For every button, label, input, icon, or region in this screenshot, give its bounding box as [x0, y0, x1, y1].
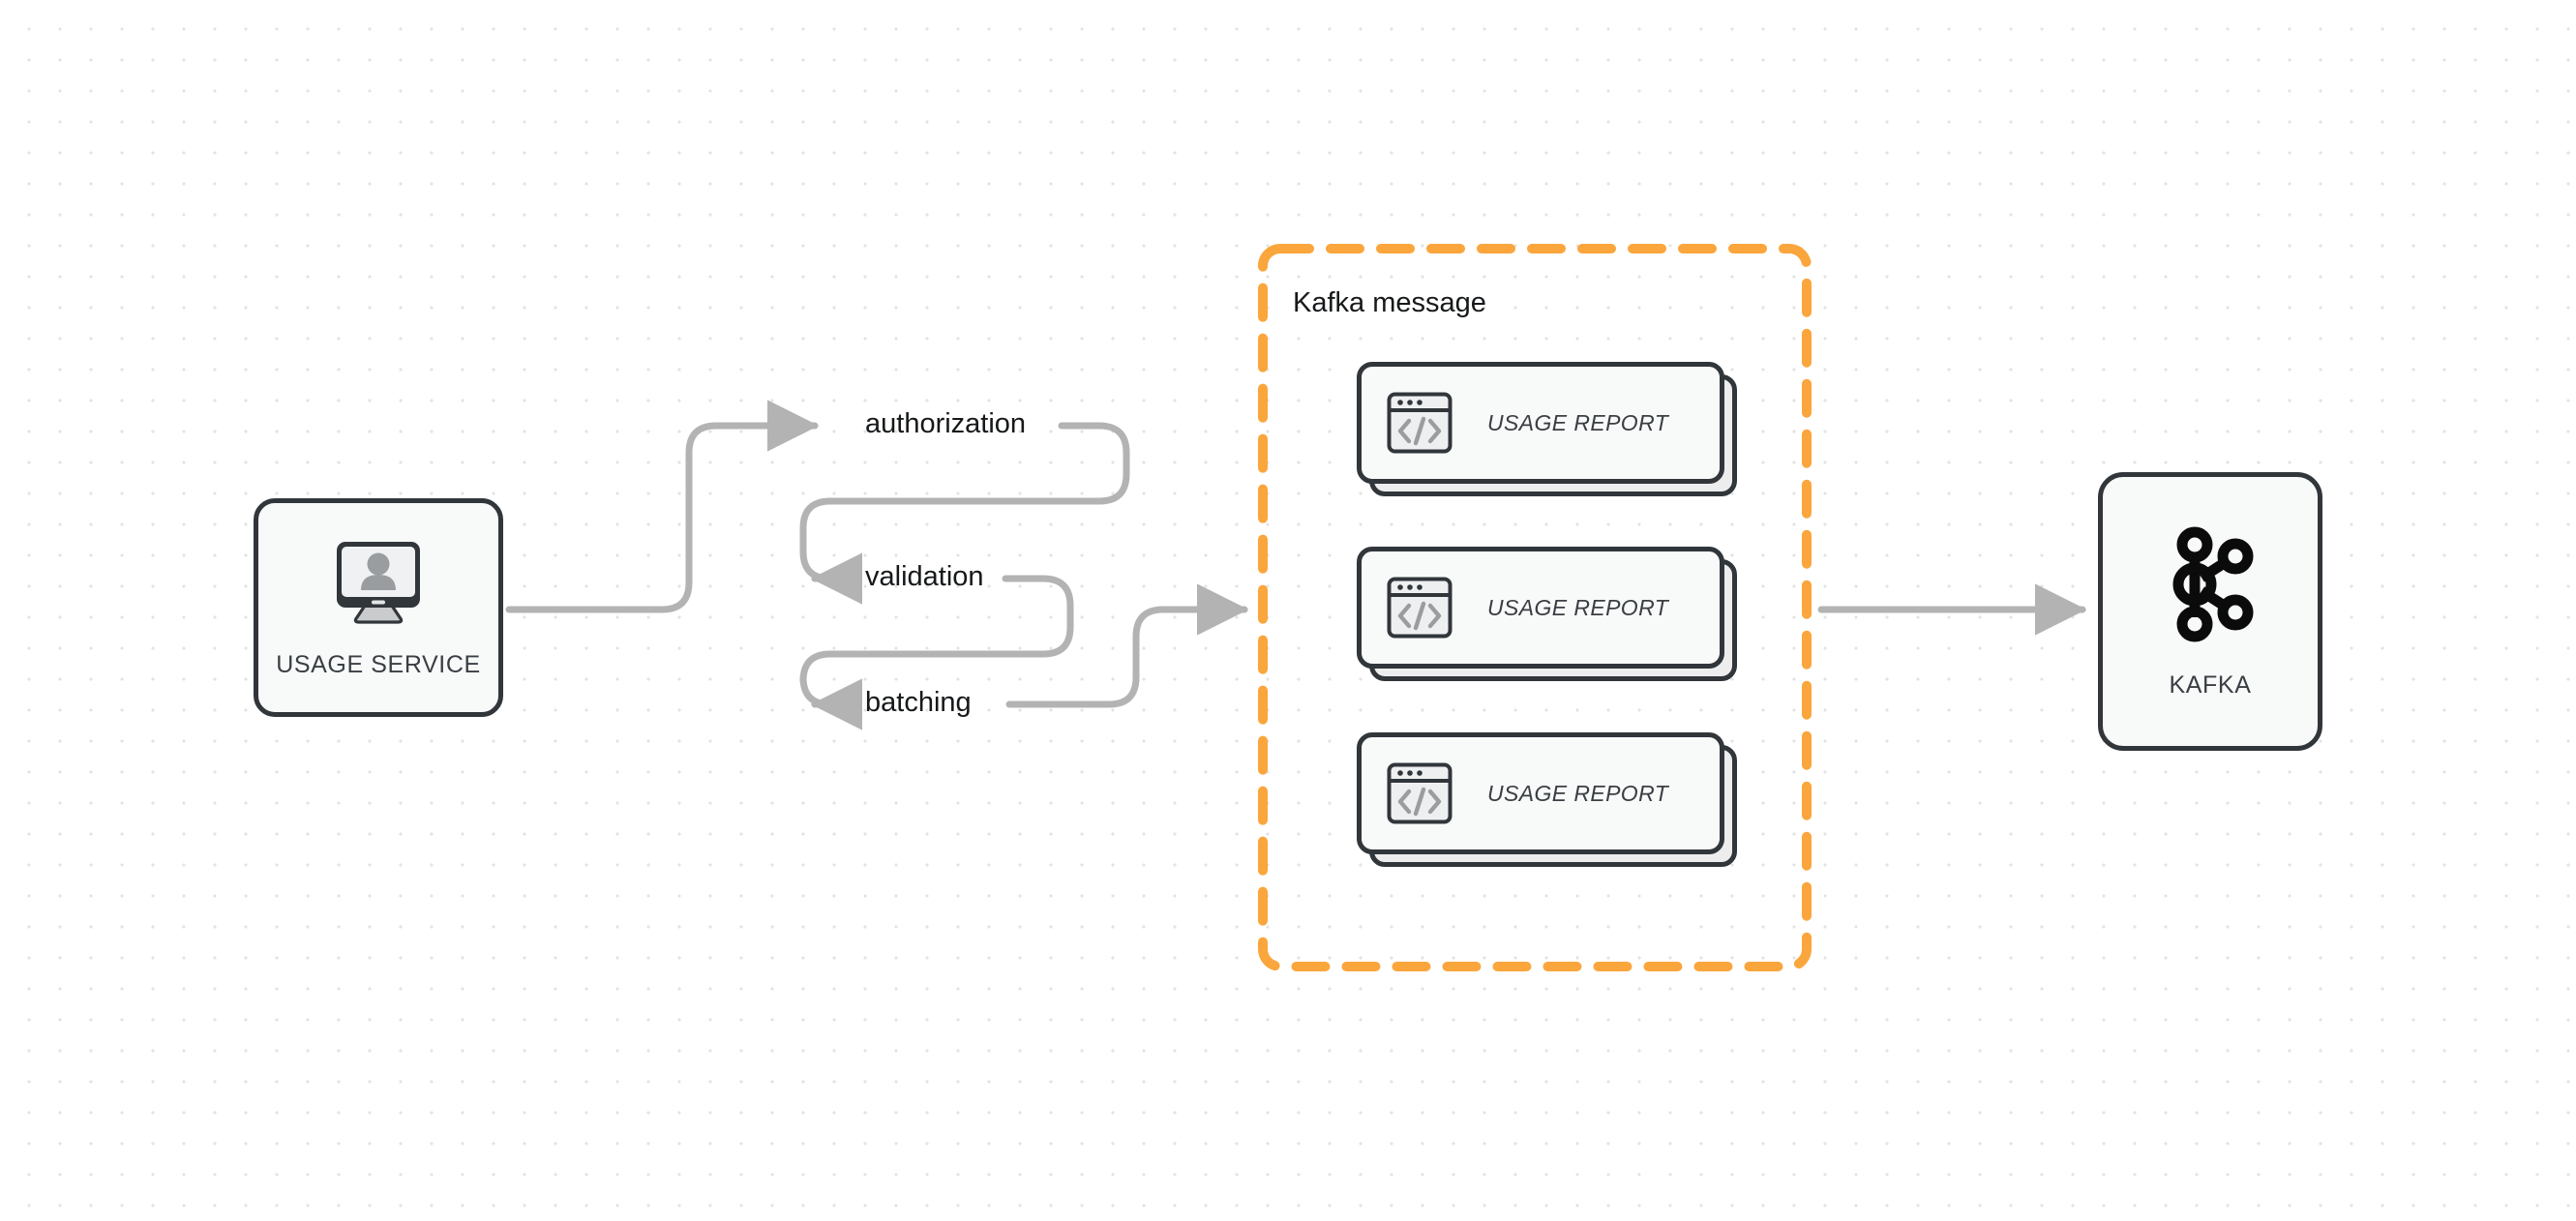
node-usage-service-label: USAGE SERVICE	[276, 651, 481, 678]
wire-validation-to-batching	[799, 575, 1074, 730]
node-kafka[interactable]: KAFKA	[2098, 472, 2322, 751]
code-window-icon	[1386, 389, 1453, 457]
usage-report-card[interactable]: USAGE REPORT	[1357, 732, 1737, 867]
wire-service-to-authorization	[505, 400, 820, 613]
card-front-layer: USAGE REPORT	[1357, 547, 1724, 669]
node-usage-service[interactable]: USAGE SERVICE	[254, 498, 503, 717]
code-window-icon	[1386, 574, 1453, 641]
kafka-message-group[interactable]: Kafka message	[1258, 244, 1812, 971]
code-window-icon	[1386, 759, 1453, 827]
usage-report-card-label: USAGE REPORT	[1487, 594, 1669, 620]
pipeline-step-batching[interactable]: batching	[865, 687, 972, 718]
card-front-layer: USAGE REPORT	[1357, 732, 1724, 854]
usage-report-card-label: USAGE REPORT	[1487, 780, 1669, 806]
wire-batching-to-kafka-message	[1005, 583, 1249, 708]
pipeline-step-validation[interactable]: validation	[865, 561, 984, 592]
kafka-message-group-title: Kafka message	[1293, 287, 1486, 318]
node-kafka-label: KAFKA	[2169, 671, 2252, 699]
card-front-layer: USAGE REPORT	[1357, 362, 1724, 484]
pipeline-step-authorization[interactable]: authorization	[865, 408, 1027, 439]
usage-report-card[interactable]: USAGE REPORT	[1357, 547, 1737, 681]
usage-report-card-label: USAGE REPORT	[1487, 409, 1669, 435]
kafka-logo-icon	[2160, 523, 2261, 650]
usage-report-card[interactable]: USAGE REPORT	[1357, 362, 1737, 496]
monitor-user-icon	[326, 536, 431, 634]
wire-authorization-to-validation	[799, 422, 1130, 605]
dashed-border	[1258, 244, 1812, 971]
